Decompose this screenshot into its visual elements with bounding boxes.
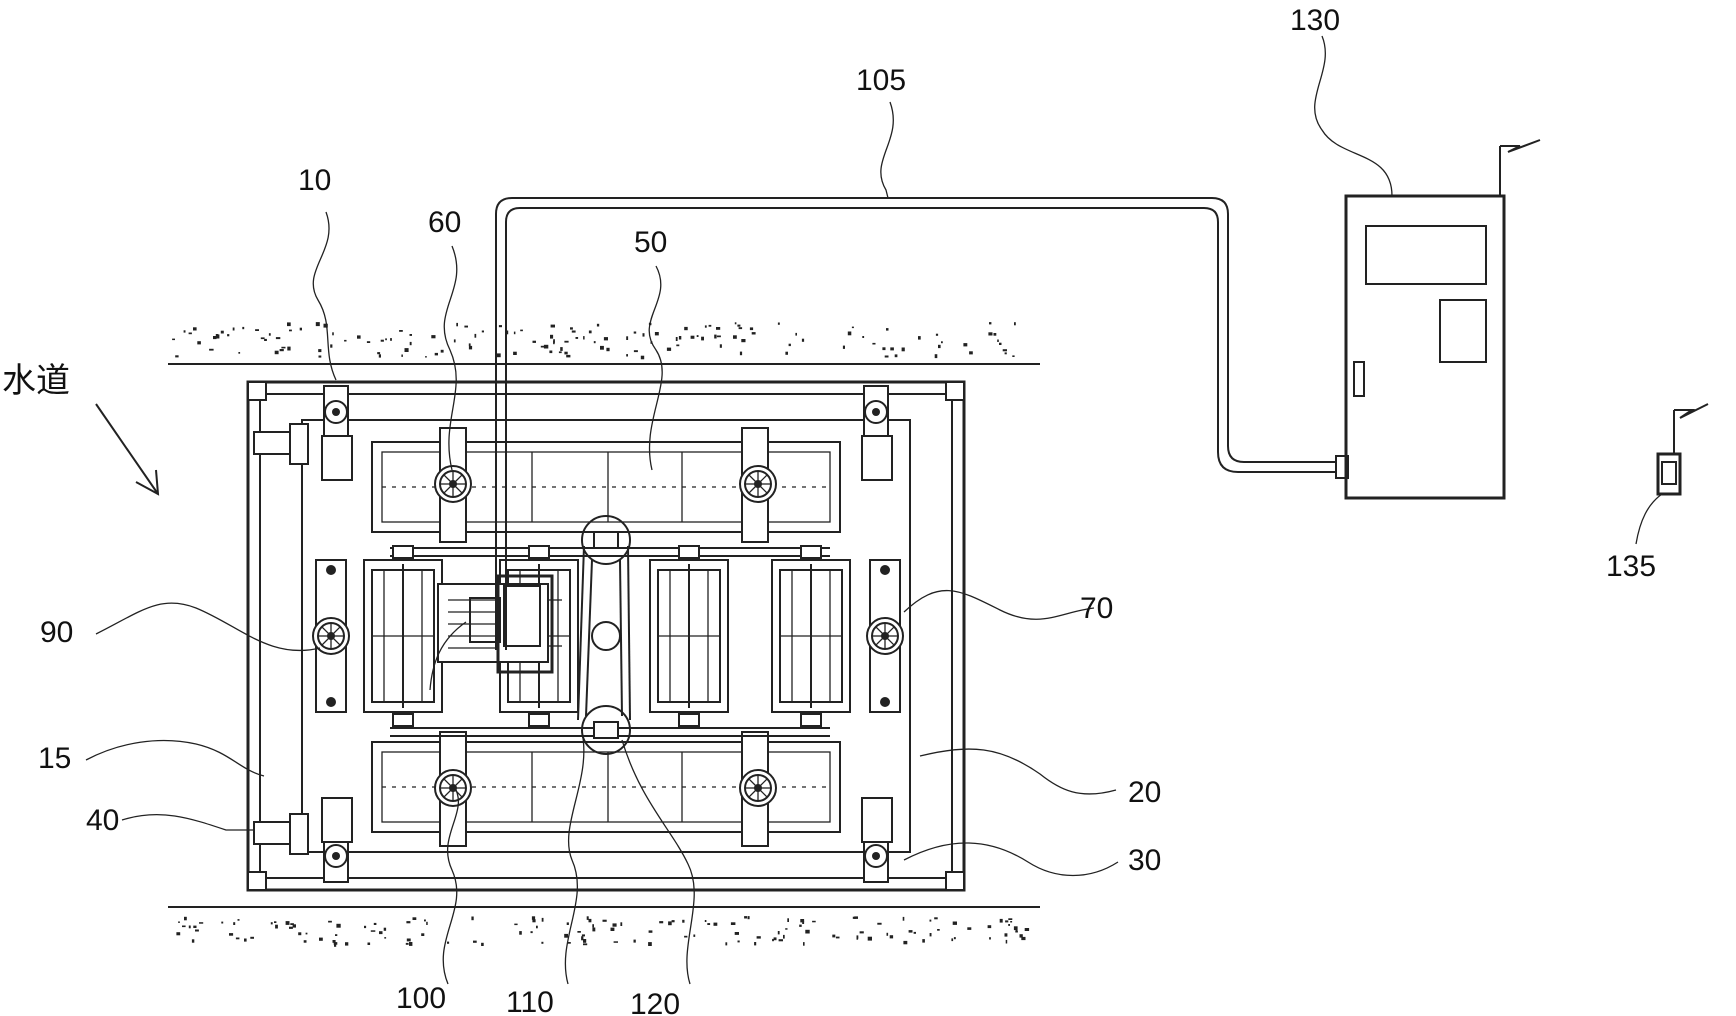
label-120: 120 [630,988,680,1016]
label-10: 10 [298,164,331,197]
label-60: 60 [428,206,461,239]
drive-motor [437,574,562,674]
drive-wheels [312,465,904,807]
right-guide-upper [861,435,893,481]
wheel [739,769,777,807]
rake-units [363,545,851,727]
waterway-arrow [95,403,160,496]
label-40: 40 [86,804,119,837]
wheel [434,465,472,503]
left-guide-lower [253,797,353,855]
label-110: 110 [506,986,554,1016]
remote-controller [1656,403,1709,496]
right-guide-lower [861,797,893,843]
label-waterway: 水道 [2,361,70,401]
wheel [434,769,472,807]
channel-bank-bottom [168,906,1040,947]
wheel [312,617,350,655]
left-guide-upper [253,423,353,481]
chain-drive [577,515,631,755]
control-cabinet [1344,139,1541,500]
label-135: 135 [1606,550,1656,583]
label-50: 50 [634,226,667,259]
label-100: 100 [396,982,446,1015]
corner-roller [863,385,889,439]
channel-bank-top [168,322,1040,365]
control-cable [495,197,1349,650]
upper-chain-rail [390,547,830,557]
label-130: 130 [1290,4,1340,37]
inner-frame [301,419,911,853]
leader-lines [85,35,1663,985]
outer-frame [246,380,966,892]
label-30: 30 [1128,844,1161,877]
wheel [866,617,904,655]
rake-unit [649,545,729,727]
label-20: 20 [1128,776,1161,809]
label-90: 90 [40,616,73,649]
wheel [739,465,777,503]
corner-roller [323,385,349,439]
rake-unit [771,545,851,727]
label-105: 105 [856,64,906,97]
label-15: 15 [38,742,71,775]
label-70: 70 [1080,592,1113,625]
rake-unit [363,545,443,727]
